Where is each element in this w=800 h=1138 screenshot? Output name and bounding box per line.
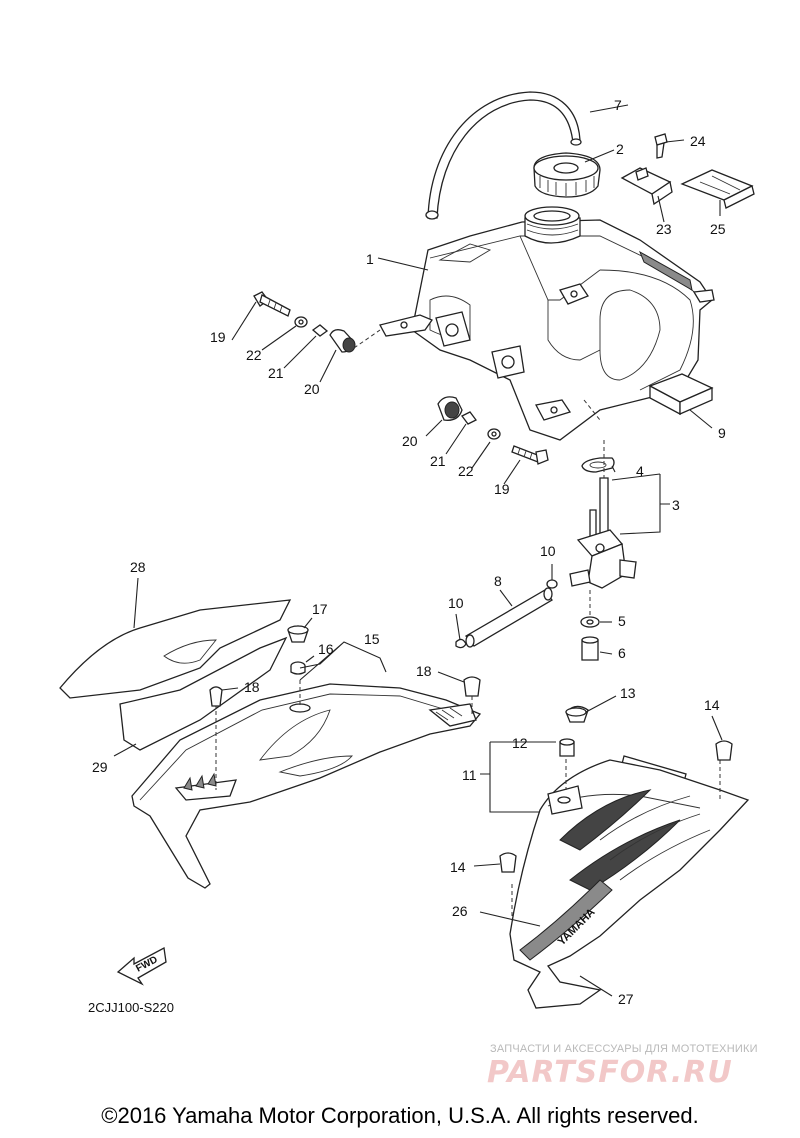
watermark-logo: PARTSFOR.RU: [487, 1055, 733, 1090]
watermark-tagline: ЗАПЧАСТИ И АКСЕССУАРЫ ДЛЯ МОТОТЕХНИКИ: [490, 1043, 758, 1055]
part-number: 11: [462, 767, 477, 783]
part-number: 8: [494, 573, 502, 589]
part-number: 25: [710, 221, 726, 237]
part-number: 27: [618, 991, 634, 1007]
fuel-cock-drawing: [569, 440, 637, 616]
part-number: 19: [494, 481, 510, 497]
part-number: 2: [616, 141, 624, 157]
part-number: 7: [614, 97, 622, 113]
part-number: 29: [92, 759, 108, 775]
side-cover-15-drawing: [131, 680, 482, 889]
part-number: 12: [512, 735, 528, 751]
figure-code: 2CJJ100-S220: [88, 1000, 174, 1015]
fuel-tank-drawing: [379, 206, 715, 441]
side-graphic-28-drawing: [59, 599, 292, 751]
shroud-drawing: YAMAHA: [509, 752, 750, 1009]
mount-hardware-lower-drawing: [437, 396, 549, 465]
part-number: 24: [690, 133, 706, 149]
bracket-25-drawing: [680, 169, 755, 209]
copyright-notice: ©2016 Yamaha Motor Corporation, U.S.A. A…: [101, 1103, 699, 1128]
part-number: 20: [402, 433, 418, 449]
part-number: 18: [244, 679, 260, 695]
part-number: 4: [636, 463, 644, 479]
part-labels: 1 2 3 4 5 6 7 8 9 10 10 11 12 13 14 14 1…: [92, 97, 726, 1007]
part-number: 10: [448, 595, 464, 611]
part-number: 22: [246, 347, 262, 363]
part-number: 6: [618, 645, 626, 661]
part-number: 13: [620, 685, 636, 701]
gasket-4-drawing: [581, 457, 615, 473]
part-number: 17: [312, 601, 328, 617]
part-number: 23: [656, 221, 672, 237]
damper-9-drawing: [648, 373, 714, 416]
part-number: 18: [416, 663, 432, 679]
washer-bolt-drawing: [580, 616, 600, 661]
part-number: 28: [130, 559, 146, 575]
shroud-fasteners-drawing: [499, 705, 733, 873]
mount-hardware-upper-drawing: [253, 291, 381, 353]
fuel-cap-drawing: [533, 152, 601, 198]
breather-hose-drawing: [425, 91, 582, 220]
part-number: 3: [672, 497, 680, 513]
part-number: 20: [304, 381, 320, 397]
part-number: 14: [704, 697, 720, 713]
part-number: 1: [366, 251, 374, 267]
part-number: 10: [540, 543, 556, 559]
fwd-arrow-icon: FWD: [116, 946, 167, 986]
part-number: 26: [452, 903, 468, 919]
part-number: 14: [450, 859, 466, 875]
part-number: 15: [364, 631, 380, 647]
leader-lines: [113, 104, 723, 997]
part-number: 16: [318, 641, 334, 657]
part-number: 9: [718, 425, 726, 441]
fuel-hose-drawing: [455, 579, 558, 649]
part-number: 5: [618, 613, 626, 629]
bracket-23-drawing: [620, 167, 673, 206]
part-number: 21: [430, 453, 446, 469]
cover-fasteners-drawing: [209, 625, 481, 716]
screw-24-drawing: [654, 133, 668, 159]
part-number: 21: [268, 365, 284, 381]
part-number: 22: [458, 463, 474, 479]
part-number: 19: [210, 329, 226, 345]
